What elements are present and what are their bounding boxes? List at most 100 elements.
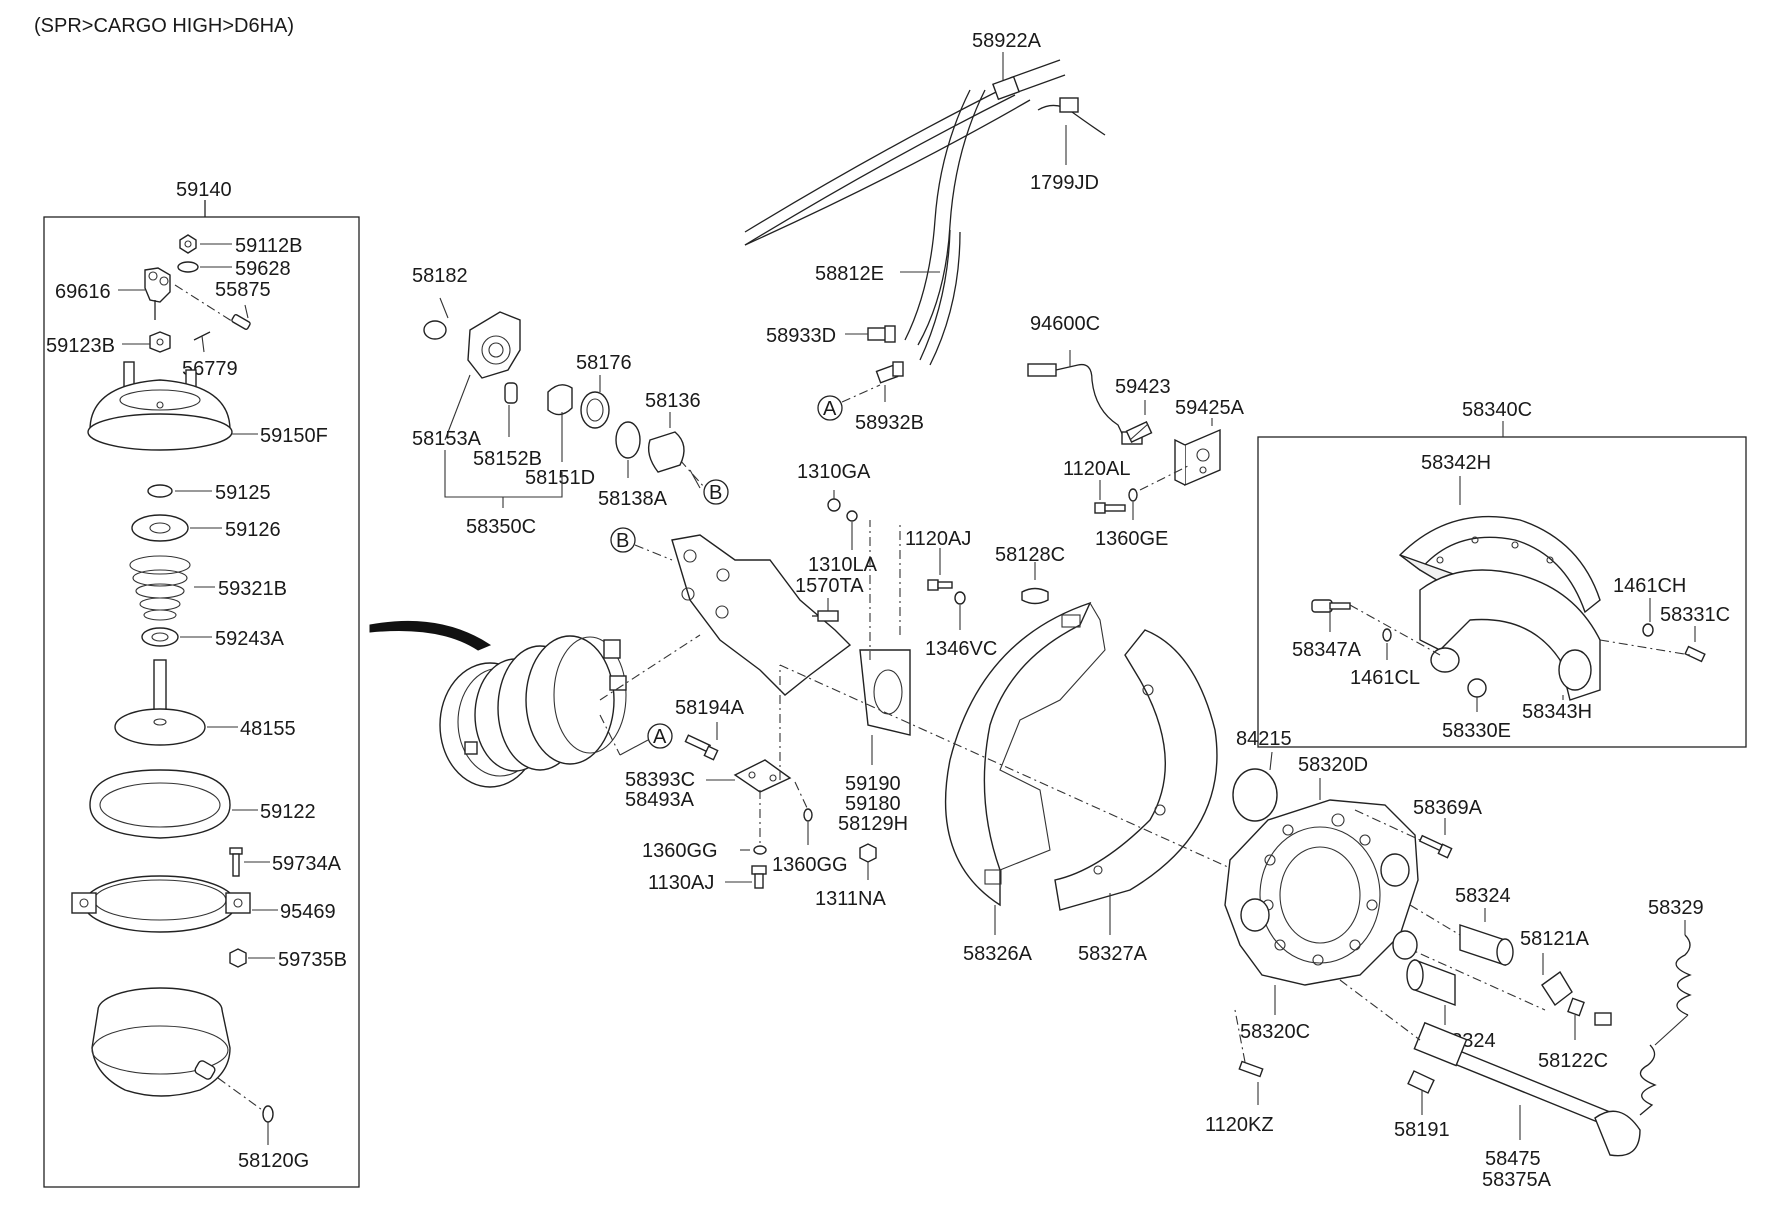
label-59190[interactable]: 59190	[845, 773, 901, 795]
label-59243a[interactable]: 59243A	[215, 628, 285, 650]
label-58329[interactable]: 58329	[1648, 897, 1704, 919]
label-1799jd[interactable]: 1799JD	[1030, 172, 1099, 194]
label-1360gg-a[interactable]: 1360GG	[642, 840, 718, 862]
label-59112b[interactable]: 59112B	[235, 235, 302, 257]
label-58331c[interactable]: 58331C	[1660, 604, 1730, 626]
pointer-arrow	[369, 620, 492, 651]
cable-tie-1799jd	[1037, 97, 1106, 136]
label-59123b[interactable]: 59123B	[46, 335, 115, 357]
label-69616[interactable]: 69616	[55, 281, 111, 303]
label-1120kz[interactable]: 1120KZ	[1205, 1114, 1274, 1136]
label-58369a[interactable]: 58369A	[1413, 797, 1483, 819]
label-1461ch[interactable]: 1461CH	[1613, 575, 1686, 597]
label-59180[interactable]: 59180	[845, 793, 901, 815]
label-58343h[interactable]: 58343H	[1522, 701, 1592, 723]
label-1360gg-b[interactable]: 1360GG	[772, 854, 848, 876]
label-59735b[interactable]: 59735B	[278, 949, 347, 971]
label-58347a[interactable]: 58347A	[1292, 639, 1362, 661]
label-58326a[interactable]: 58326A	[963, 943, 1033, 965]
fitting-58933d	[867, 325, 896, 343]
callout-a-top-letter: A	[823, 398, 837, 420]
label-58922a[interactable]: 58922A	[972, 30, 1042, 52]
bolt-1120aj	[927, 579, 953, 591]
label-58128c[interactable]: 58128C	[995, 544, 1065, 566]
label-58933d[interactable]: 58933D	[766, 325, 836, 347]
label-58320d[interactable]: 58320D	[1298, 754, 1368, 776]
air-hoses-58812e	[744, 59, 1066, 366]
label-59140[interactable]: 59140	[176, 179, 232, 201]
label-58122c[interactable]: 58122C	[1538, 1050, 1608, 1072]
label-55875[interactable]: 55875	[215, 279, 271, 301]
sensor-59423	[1125, 420, 1153, 444]
label-58152b[interactable]: 58152B	[473, 448, 542, 470]
label-59425a[interactable]: 59425A	[1175, 397, 1245, 419]
label-58812e[interactable]: 58812E	[815, 263, 884, 285]
label-58151d[interactable]: 58151D	[525, 467, 595, 489]
washer-1360gg-a	[753, 845, 767, 855]
diaphragm-59122	[89, 769, 231, 839]
callout-a-top	[817, 395, 843, 421]
label-1310la[interactable]: 1310LA	[808, 554, 878, 576]
bushing-58330e	[1467, 678, 1487, 698]
retainer-59243a	[141, 627, 179, 647]
label-1310ga[interactable]: 1310GA	[797, 461, 871, 483]
label-58330e[interactable]: 58330E	[1442, 720, 1511, 742]
group-box-59140	[43, 216, 360, 1188]
label-58475[interactable]: 58475	[1485, 1148, 1541, 1170]
label-58393c[interactable]: 58393C	[625, 769, 695, 791]
label-58324-a[interactable]: 58324	[1455, 885, 1511, 907]
washer-1310la	[846, 510, 858, 522]
label-48155[interactable]: 48155	[240, 718, 296, 740]
label-95469[interactable]: 95469	[280, 901, 336, 923]
label-59628[interactable]: 59628	[235, 258, 291, 280]
nut-59735b	[229, 948, 247, 968]
o-ring-84215	[1232, 768, 1278, 822]
label-59423[interactable]: 59423	[1115, 376, 1171, 398]
callout-b-right	[703, 479, 729, 505]
lower-housing	[91, 987, 231, 1097]
label-59734a[interactable]: 59734A	[272, 853, 342, 875]
label-1120aj[interactable]: 1120AJ	[905, 528, 971, 550]
slack-adjuster-58153a	[423, 311, 685, 473]
label-58138a[interactable]: 58138A	[598, 488, 668, 510]
model-header: (SPR>CARGO HIGH>D6HA)	[34, 15, 294, 37]
bushing-58324-b	[1406, 958, 1456, 1007]
label-58121a[interactable]: 58121A	[1520, 928, 1590, 950]
label-1570ta[interactable]: 1570TA	[795, 575, 864, 597]
label-58340c[interactable]: 58340C	[1462, 399, 1532, 421]
label-58493a[interactable]: 58493A	[625, 789, 695, 811]
label-58176[interactable]: 58176	[576, 352, 632, 374]
label-58342h[interactable]: 58342H	[1421, 452, 1491, 474]
label-58932b[interactable]: 58932B	[855, 412, 924, 434]
washer-1360ge	[1128, 488, 1138, 502]
clamp-ring-95469	[71, 875, 251, 933]
label-1311na[interactable]: 1311NA	[815, 888, 886, 910]
label-59125[interactable]: 59125	[215, 482, 271, 504]
label-58350c[interactable]: 58350C	[466, 516, 536, 538]
label-84215[interactable]: 84215	[1236, 728, 1292, 750]
label-1130aj[interactable]: 1130AJ	[648, 872, 714, 894]
bolt-58369a	[1418, 834, 1453, 859]
label-58153a[interactable]: 58153A	[412, 428, 482, 450]
label-1120al[interactable]: 1120AL	[1063, 458, 1130, 480]
label-59321b[interactable]: 59321B	[218, 578, 287, 600]
label-58182[interactable]: 58182	[412, 265, 468, 287]
label-1346vc[interactable]: 1346VC	[925, 638, 997, 660]
label-58136[interactable]: 58136	[645, 390, 701, 412]
label-59122[interactable]: 59122	[260, 801, 316, 823]
label-94600c[interactable]: 94600C	[1030, 313, 1100, 335]
label-59126[interactable]: 59126	[225, 519, 281, 541]
label-58327a[interactable]: 58327A	[1078, 943, 1148, 965]
return-spring-58329	[1639, 934, 1692, 1116]
label-59150f[interactable]: 59150F	[260, 425, 328, 447]
label-58120g[interactable]: 58120G	[238, 1150, 309, 1172]
plate-59126	[131, 514, 189, 542]
label-58320c[interactable]: 58320C	[1240, 1021, 1310, 1043]
bolt-1130aj	[751, 865, 767, 889]
label-58129h[interactable]: 58129H	[838, 813, 908, 835]
label-58194a[interactable]: 58194A	[675, 697, 745, 719]
label-58191[interactable]: 58191	[1394, 1119, 1450, 1141]
label-1360ge[interactable]: 1360GE	[1095, 528, 1168, 550]
label-1461cl[interactable]: 1461CL	[1350, 667, 1420, 689]
label-58375a[interactable]: 58375A	[1482, 1169, 1552, 1191]
